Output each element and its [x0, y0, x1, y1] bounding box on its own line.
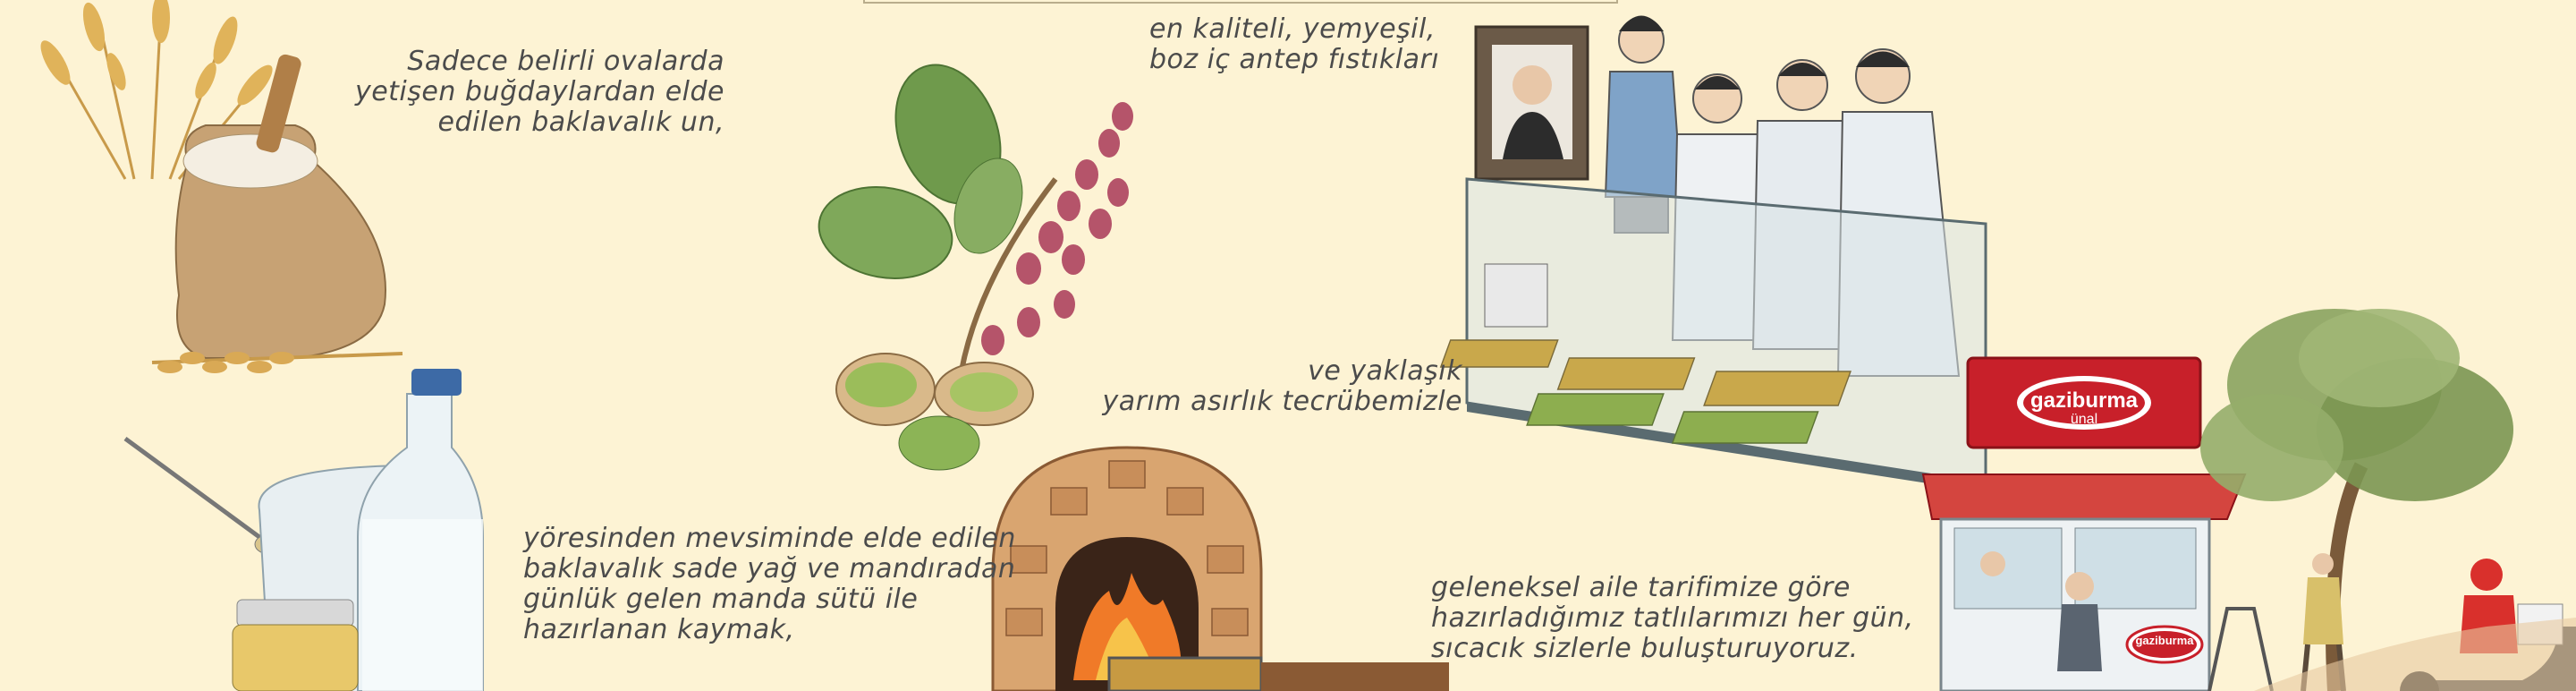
caption-butter: yöresinden mevsiminde elde edilen baklav…	[523, 523, 1016, 645]
wheat-sack-icon	[40, 0, 403, 373]
olive-tree-icon	[2200, 309, 2513, 691]
top-frame-border	[863, 0, 1618, 4]
caption-family: geleneksel aile tarifimize göre hazırlad…	[1431, 572, 1914, 664]
shop-sign-sub: ünal	[2070, 412, 2098, 427]
storefront-icon	[1921, 356, 2274, 691]
milk-bottle-icon	[123, 369, 484, 691]
stone-oven-icon	[991, 446, 1449, 691]
caption-pistachio: en kaliteli, yemyeşil, boz iç antep fıst…	[1149, 13, 1440, 75]
scooter-courier-icon	[2254, 559, 2576, 691]
family-shop-counter-icon	[1439, 15, 1987, 492]
pistachio-branch-icon	[818, 64, 1133, 471]
caption-experience: ve yaklaşık yarım asırlık tecrübemizle	[1102, 355, 1462, 417]
caption-flour: Sadece belirli ovalarda yetişen buğdayla…	[354, 46, 724, 138]
shop-sign-brand: gaziburma	[2029, 388, 2139, 413]
booth-sign-brand: gaziburma	[2135, 634, 2194, 647]
